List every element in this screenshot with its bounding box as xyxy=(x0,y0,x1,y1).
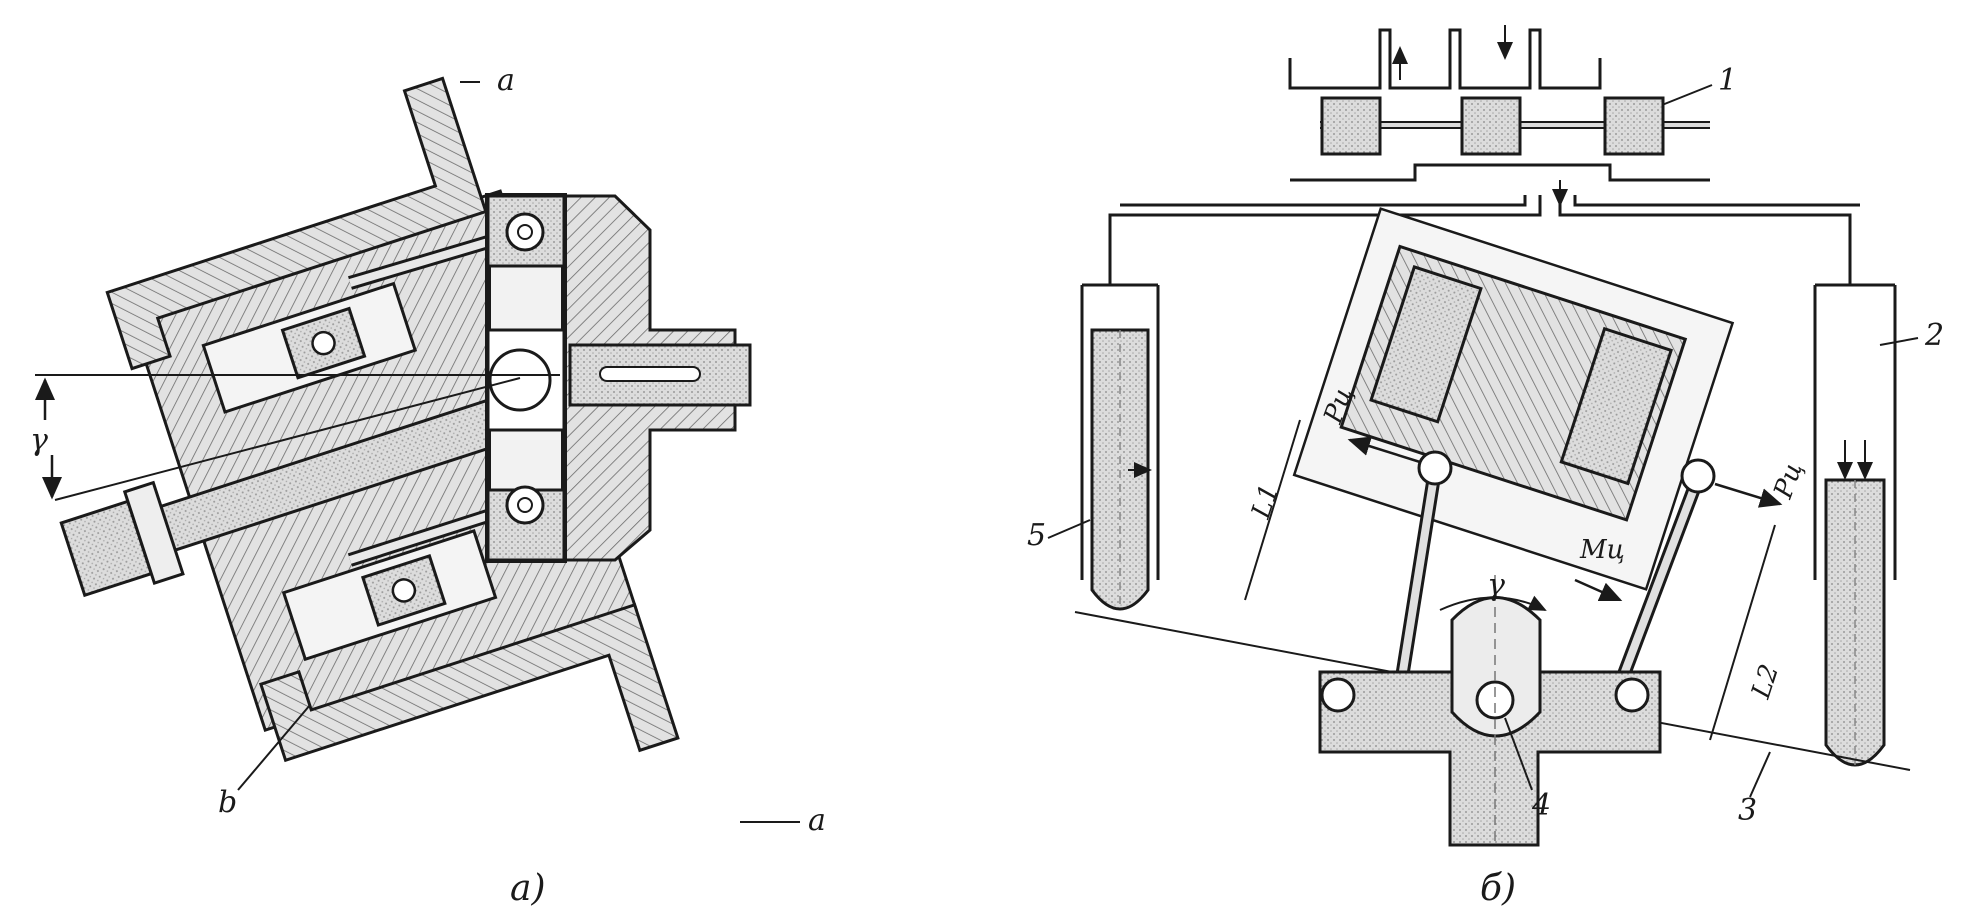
cylinder-right xyxy=(1813,283,1897,767)
line-to-right-cylinder xyxy=(1558,195,1852,285)
line-to-left-cylinder xyxy=(1108,195,1542,285)
spool-land-3 xyxy=(1603,96,1665,156)
label-plate: 3 xyxy=(1738,793,1757,828)
cylinder-left xyxy=(1080,283,1160,611)
swash-plate xyxy=(1318,575,1662,847)
label-moment: Mц xyxy=(1579,535,1625,565)
piston-right-b xyxy=(1559,326,1674,486)
label-force-right: Pц xyxy=(1768,459,1809,504)
label-length-2: L2 xyxy=(1746,661,1785,703)
label-angle-a: γ xyxy=(30,423,48,458)
label-valve: 1 xyxy=(1718,63,1737,98)
upper-channel xyxy=(105,76,488,371)
piston-left-b xyxy=(1369,265,1483,424)
tilted-cylinder-block xyxy=(1292,207,1735,591)
caption-b: б) xyxy=(1480,868,1516,909)
caption-a: a) xyxy=(510,868,546,909)
figure-b-schematic xyxy=(1074,25,1911,847)
dimension-l2 xyxy=(1709,524,1776,741)
distributor-valve xyxy=(1288,25,1710,207)
force-arrow-left xyxy=(1347,436,1421,464)
drive-flange xyxy=(485,193,752,563)
label-cylinder-right: 2 xyxy=(1924,318,1944,353)
label-port-top: a xyxy=(497,63,515,98)
label-block: b xyxy=(218,785,237,820)
label-pivot: 4 xyxy=(1531,788,1551,823)
ball-joint-centre xyxy=(488,348,552,412)
label-cylinder-left: 5 xyxy=(1027,518,1046,553)
block-axis-line xyxy=(54,377,521,501)
force-arrow-right xyxy=(1714,482,1783,508)
spool-land-2 xyxy=(1460,96,1522,156)
spool-land-1 xyxy=(1320,96,1382,156)
lower-channel xyxy=(258,602,680,763)
label-port-bottom: a xyxy=(808,803,826,838)
pivot-point xyxy=(1475,680,1515,720)
dimension-l1 xyxy=(1244,419,1301,601)
label-angle-b: γ xyxy=(1487,568,1505,603)
